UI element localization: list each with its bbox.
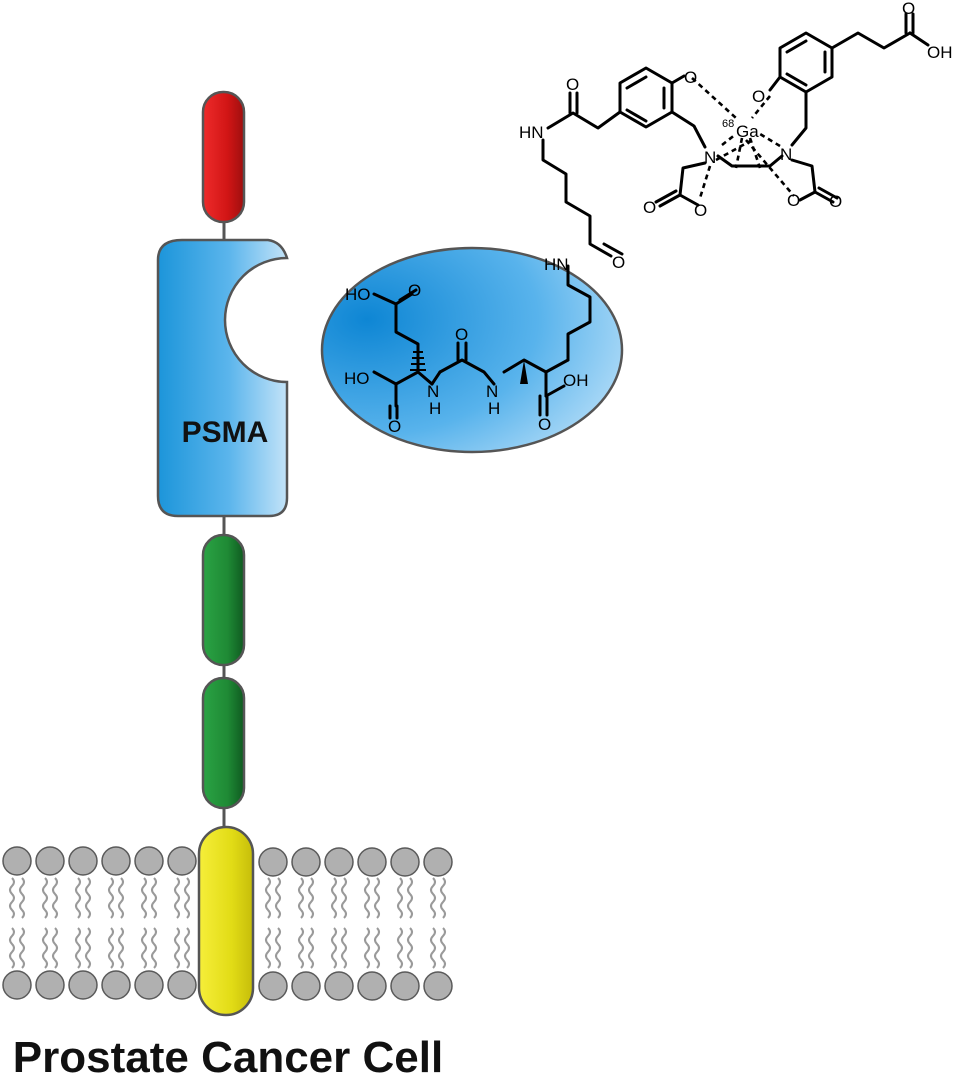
lipid-tail [440, 877, 446, 919]
lipid-tail [397, 877, 403, 919]
lipid-tail [275, 927, 281, 969]
lipid-tail [184, 877, 190, 919]
lipid-tail [174, 877, 180, 919]
membrane-upper-lipid-heads [2, 846, 453, 877]
atom-o-carbonyl-right: O [829, 192, 842, 211]
atom-ga-mass: 68 [722, 118, 734, 130]
lipid-tail [364, 927, 370, 969]
lipid-tail [341, 927, 347, 969]
lipid-tail [108, 927, 114, 969]
lipid-tail [19, 877, 25, 919]
lipid-tail [118, 927, 124, 969]
atom-o-ring-right: O [787, 191, 800, 210]
atom-o-amide2: O [612, 253, 625, 272]
atom-nh-right: N [486, 382, 498, 401]
psma-domain [156, 238, 289, 518]
atom-oh-acid-right: OH [563, 371, 589, 390]
lipid-tail [52, 877, 58, 919]
lipid-tail [364, 877, 370, 919]
lipid-tail [9, 877, 15, 919]
lipid-tail [75, 927, 81, 969]
lipid-tail [298, 877, 304, 919]
lipid-tail [141, 877, 147, 919]
atom-hn-amide1: HN [519, 123, 544, 142]
green-domain-lower [201, 676, 246, 810]
lipid-tail [184, 927, 190, 969]
atom-oh-acid-top: OH [927, 43, 953, 62]
atom-o-urea: O [455, 325, 468, 344]
lipid-tail [85, 927, 91, 969]
chem-stereo-hash [410, 351, 426, 371]
lipid-tail [298, 927, 304, 969]
atom-o-phenolate-left: O [684, 68, 697, 87]
lipid-tail [308, 877, 314, 919]
transmembrane-domain [197, 825, 255, 1017]
atom-o-acid-top: O [902, 0, 915, 18]
atom-o-phenolate-right: O [752, 87, 765, 106]
lipid-tail [397, 927, 403, 969]
atom-hn-amide2: HN [544, 255, 569, 274]
ligand-pharmacophore-ellipse [320, 246, 624, 454]
lipid-tail [141, 927, 147, 969]
lipid-tail [265, 877, 271, 919]
lipid-tail [341, 877, 347, 919]
lipid-tail [85, 877, 91, 919]
lipid-tail [265, 927, 271, 969]
lipid-tail [19, 927, 25, 969]
atom-o-carbonyl-left: O [643, 198, 656, 217]
lipid-tail [331, 877, 337, 919]
lipid-tail [331, 927, 337, 969]
lipid-tail [151, 877, 157, 919]
membrane-lower-lipid-heads [2, 970, 453, 1001]
atom-o-ring-left: O [694, 201, 707, 220]
chem-atom-labels: O HN O O 68 Ga N N O O O O O OH HN O HO … [344, 0, 953, 436]
lipid-tail [75, 877, 81, 919]
lipid-tail [374, 877, 380, 919]
atom-h-right: H [488, 399, 500, 418]
lipid-tail [308, 927, 314, 969]
atom-nh-left: N [427, 382, 439, 401]
atom-ga: Ga [736, 122, 759, 141]
lipid-tail [42, 877, 48, 919]
red-domain [201, 90, 246, 224]
lipid-tail [118, 877, 124, 919]
atom-o-glu: O [408, 281, 421, 300]
lipid-tail [275, 877, 281, 919]
atom-o-keto-top: O [566, 75, 579, 94]
lipid-tail [108, 877, 114, 919]
atom-o-acid-right: O [538, 415, 551, 434]
atom-n-left: N [704, 148, 716, 167]
atom-o-acid-left: O [388, 417, 401, 436]
atom-h-left: H [429, 399, 441, 418]
lipid-tail [407, 927, 413, 969]
psma-label: PSMA [182, 416, 269, 449]
atom-ho-glu: HO [345, 285, 371, 304]
chem-coordination-bonds [691, 77, 795, 199]
cell-caption: Prostate Cancer Cell [13, 1033, 443, 1082]
lipid-tail [174, 927, 180, 969]
lipid-tail [42, 927, 48, 969]
atom-n-right: N [780, 145, 792, 164]
lipid-tail [440, 927, 446, 969]
lipid-tail [52, 927, 58, 969]
lipid-tail [430, 927, 436, 969]
chem-bonds [372, 12, 930, 420]
lipid-tail [151, 927, 157, 969]
lipid-tail [374, 927, 380, 969]
chem-stereo-wedge [520, 360, 528, 384]
green-domain-upper [201, 533, 246, 667]
membrane-lipid-tails [9, 877, 446, 969]
atom-ho-acid-left: HO [344, 369, 370, 388]
lipid-tail [430, 877, 436, 919]
lipid-tail [9, 927, 15, 969]
lipid-tail [407, 877, 413, 919]
